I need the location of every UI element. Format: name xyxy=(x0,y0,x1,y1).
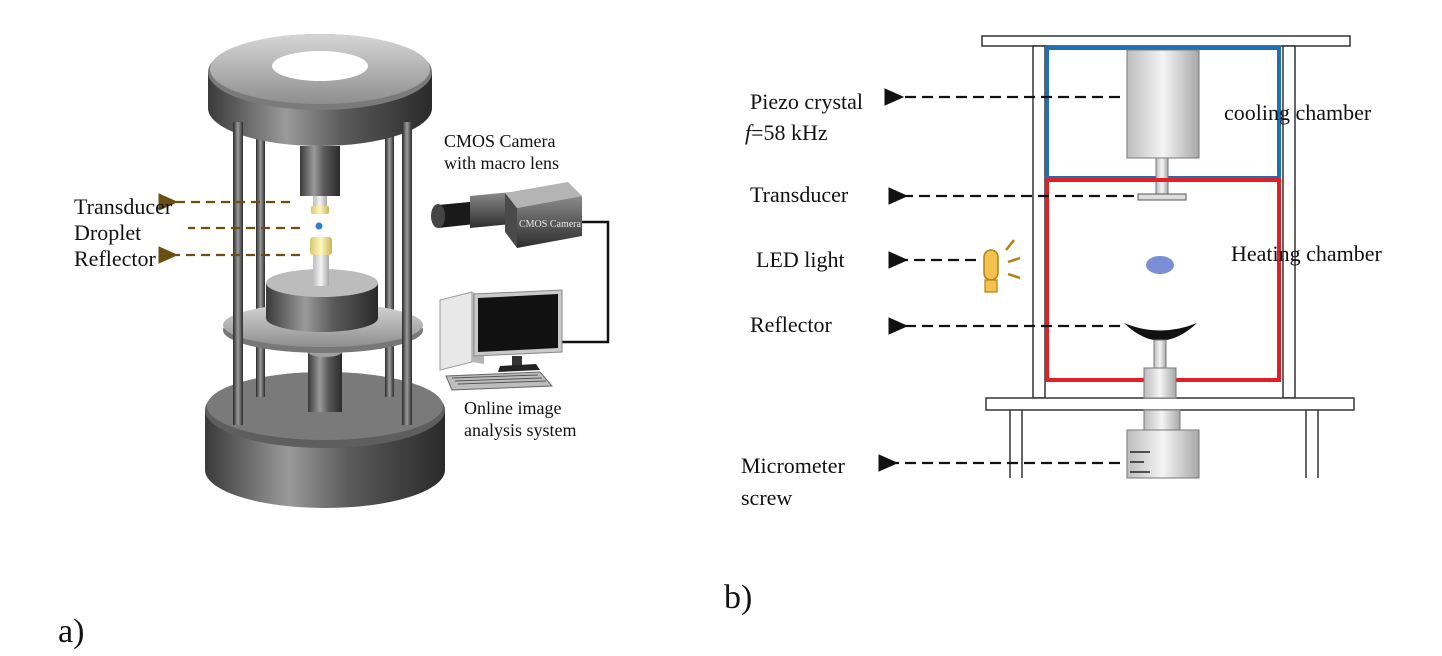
panel-label-b: b) xyxy=(724,579,752,616)
reflector-stem xyxy=(1153,339,1167,369)
label-reflector-b: Reflector xyxy=(750,312,833,337)
top-ring xyxy=(208,34,432,146)
label-transducer-b: Transducer xyxy=(750,182,849,207)
droplet xyxy=(1146,256,1174,274)
reflector-part xyxy=(310,237,332,255)
camera-body-text: CMOS Camera xyxy=(519,219,582,230)
rod-front-right xyxy=(402,122,412,425)
label-cooling-chamber: cooling chamber xyxy=(1224,100,1372,125)
rod-rear-right xyxy=(385,135,394,397)
label-micrometer-line2: screw xyxy=(741,485,792,510)
droplet-dot xyxy=(315,222,323,230)
computer xyxy=(439,289,563,391)
left-column xyxy=(1032,45,1046,399)
panel-b: Piezo crystal f=58 kHz Transducer LED li… xyxy=(724,35,1383,616)
transducer-horn xyxy=(300,146,340,196)
piezo-neck xyxy=(1155,157,1169,195)
label-reflector-a: Reflector xyxy=(74,246,157,271)
rod-rear-left xyxy=(256,135,265,397)
panel-label-a: a) xyxy=(58,613,84,650)
base-stem xyxy=(308,352,342,412)
top-plate xyxy=(981,35,1351,47)
reflector-post xyxy=(313,254,329,286)
transducer-tip xyxy=(313,196,327,206)
right-column xyxy=(1282,45,1296,399)
label-heating-chamber: Heating chamber xyxy=(1231,241,1383,266)
label-piezo-line1: Piezo crystal xyxy=(750,89,863,114)
label-analysis-line2: analysis system xyxy=(464,420,577,440)
label-piezo-freq: =58 kHz xyxy=(751,120,828,145)
bottom-plate xyxy=(985,397,1355,411)
camera-cable xyxy=(560,220,610,344)
label-analysis-line1: Online image xyxy=(464,398,561,418)
led-light-icon xyxy=(983,239,1021,293)
reflector-dish xyxy=(1124,323,1197,341)
label-camera-line1: CMOS Camera xyxy=(444,131,556,151)
label-micrometer-line1: Micrometer xyxy=(741,453,846,478)
panel-a: CMOS Camera Transducer Droplet Reflector… xyxy=(58,34,610,650)
micrometer-neck xyxy=(1143,409,1181,431)
reflector-base xyxy=(1143,367,1177,399)
cmos-camera: CMOS Camera xyxy=(431,182,582,248)
micrometer-body xyxy=(1126,429,1200,479)
transducer-disc xyxy=(1137,193,1187,201)
rod-front-left xyxy=(233,122,243,425)
piezo-crystal-block xyxy=(1126,49,1200,159)
label-transducer-a: Transducer xyxy=(74,194,173,219)
label-piezo-f: f xyxy=(745,120,754,145)
label-led: LED light xyxy=(756,247,845,272)
transducer-part xyxy=(311,206,329,214)
label-droplet-a: Droplet xyxy=(74,220,141,245)
label-camera-line2: with macro lens xyxy=(444,153,559,173)
label-piezo-line2: f=58 kHz xyxy=(745,120,828,145)
